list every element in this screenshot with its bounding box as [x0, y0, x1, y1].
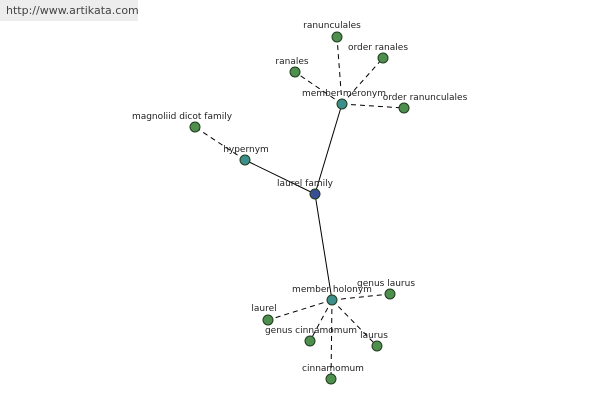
label-ranunculales: ranunculales [303, 21, 361, 31]
node-member-meronym[interactable] [336, 98, 348, 110]
label-hypernym: hypernym [223, 145, 269, 155]
node-member-holonym[interactable] [326, 294, 338, 306]
label-order-ranales: order ranales [348, 43, 408, 53]
edge-member-meronym-ranales [294, 71, 343, 105]
node-laurus[interactable] [371, 340, 383, 352]
node-ranales[interactable] [289, 66, 301, 78]
edge-member-meronym-order-ranales [341, 57, 384, 105]
label-ranales: ranales [275, 57, 308, 67]
edge-hypernym-magnoliid-dicot-family [194, 126, 246, 161]
label-genus-laurus: genus laurus [357, 279, 415, 289]
edge-laurel-family-hypernym [244, 159, 316, 195]
label-cinnamomum: cinnamomum [302, 364, 364, 374]
label-member-holonym: member holonym [292, 285, 372, 295]
node-ranunculales[interactable] [331, 31, 343, 43]
edge-member-holonym-laurus [331, 299, 378, 347]
label-member-meronym: member meronym [302, 89, 386, 99]
node-laurel[interactable] [262, 314, 274, 326]
label-laurus: laurus [360, 331, 388, 341]
node-genus-laurus[interactable] [384, 288, 396, 300]
node-laurel-family[interactable] [309, 188, 321, 200]
edge-member-holonym-cinnamomum [330, 299, 333, 380]
node-cinnamomum[interactable] [325, 373, 337, 385]
edge-laurel-family-member-holonym [314, 193, 333, 301]
edge-laurel-family-member-meronym [314, 103, 343, 195]
edge-member-holonym-genus-cinnamomum [309, 299, 333, 342]
label-laurel-family: laurel family [277, 179, 334, 189]
label-order-ranunculales: order ranunculales [383, 93, 468, 103]
edge-member-meronym-order-ranunculales [341, 103, 405, 109]
node-order-ranales[interactable] [377, 52, 389, 64]
watermark-url: http://www.artikata.com [0, 0, 139, 21]
label-magnoliid-dicot-family: magnoliid dicot family [132, 112, 233, 122]
node-magnoliid-dicot-family[interactable] [189, 121, 201, 133]
label-genus-cinnamomum: genus cinnamomum [265, 326, 357, 336]
edge-member-holonym-genus-laurus [331, 293, 391, 301]
node-genus-cinnamomum[interactable] [304, 335, 316, 347]
edge-member-holonym-laurel [267, 299, 333, 321]
node-order-ranunculales[interactable] [398, 102, 410, 114]
node-hypernym[interactable] [239, 154, 251, 166]
edge-member-meronym-ranunculales [336, 36, 343, 105]
label-laurel: laurel [251, 304, 276, 314]
